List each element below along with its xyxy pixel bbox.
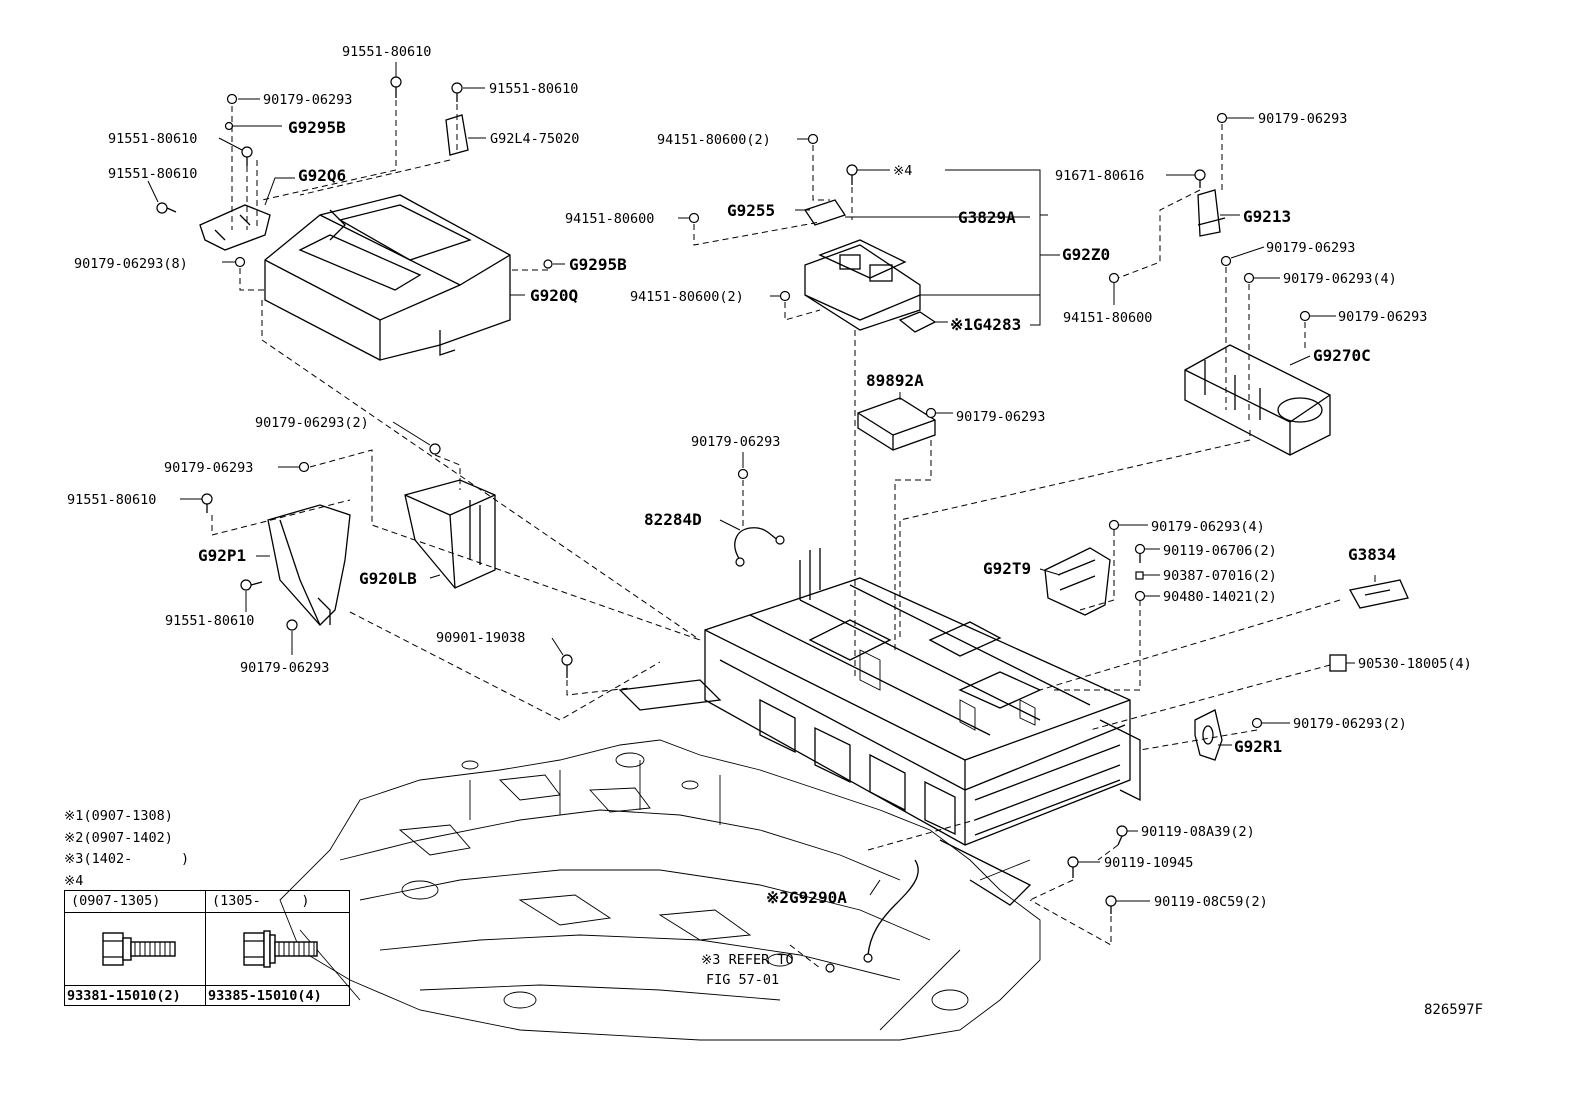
label-89892A: 89892A <box>866 371 924 390</box>
label-90119-10945: 90119-10945 <box>1104 855 1193 871</box>
connector-G3834 <box>1348 579 1409 609</box>
label-91551-80610-d: 91551-80610 <box>108 166 197 182</box>
label-90480-14021: 90480-14021(2) <box>1163 589 1277 605</box>
assembly-lines <box>211 100 1341 969</box>
cover-G92P1 <box>267 504 351 626</box>
parts-table-header-2: (1305- ) <box>206 891 349 913</box>
label-G92T9: G92T9 <box>983 559 1031 578</box>
floor-pan <box>279 739 1041 1041</box>
label-G920LB: G920LB <box>359 569 417 588</box>
label-G4283: ※1G4283 <box>950 315 1021 334</box>
label-91551-80610-f: 91551-80610 <box>165 613 254 629</box>
harness-82284D <box>734 527 785 567</box>
figure-code: 826597F <box>1424 1002 1484 1018</box>
label-G9270C: G9270C <box>1313 346 1371 365</box>
label-94151-80600-2b: 94151-80600(2) <box>630 289 744 305</box>
component-G9270C <box>1184 344 1331 456</box>
sensor-89892A <box>857 397 936 451</box>
label-90179-06293-e: 90179-06293 <box>956 409 1045 425</box>
label-refer-fig: FIG 57-01 <box>706 972 779 988</box>
label-91551-80610-b: 91551-80610 <box>489 81 578 97</box>
clip-90530 <box>1329 654 1347 672</box>
label-90179-06293-g: 90179-06293 <box>691 434 780 450</box>
label-94151-80600-2a: 94151-80600(2) <box>657 132 771 148</box>
label-G9290A: ※2G9290A <box>766 888 847 907</box>
junction-block-G92Z0 <box>803 199 937 333</box>
label-91671-80616: 91671-80616 <box>1055 168 1144 184</box>
label-90179-06293-4b: 90179-06293(4) <box>1151 519 1265 535</box>
notes-legend: ※1(0907-1308) ※2(0907-1402) ※3(1402- ) ※… <box>64 806 189 892</box>
label-G9213: G9213 <box>1243 207 1291 226</box>
cover-G920Q <box>264 194 511 361</box>
label-G92L4-75020: G92L4-75020 <box>490 131 579 147</box>
label-90901-19038: 90901-19038 <box>436 630 525 646</box>
label-G92Z0: G92Z0 <box>1062 245 1110 264</box>
parts-table-part-2: 93385-15010(4) <box>206 985 349 1007</box>
label-90179-06293-h: 90179-06293 <box>240 660 329 676</box>
label-G92Q6: G92Q6 <box>298 166 346 185</box>
label-90179-06293-c: 90179-06293 <box>1266 240 1355 256</box>
label-90179-06293-4a: 90179-06293(4) <box>1283 271 1397 287</box>
note-1: ※1(0907-1308) <box>64 808 173 824</box>
label-G3834: G3834 <box>1348 545 1396 564</box>
label-90179-06293-2b: 90179-06293(2) <box>1293 716 1407 732</box>
bracket-G92R1 <box>1194 709 1223 761</box>
label-90179-06293-2a: 90179-06293(2) <box>255 415 369 431</box>
parts-table-header-1: (0907-1305) <box>65 891 205 913</box>
label-90179-06293-a: 90179-06293 <box>263 92 352 108</box>
label-G9295B-b: G9295B <box>569 255 627 274</box>
label-note-4: ※4 <box>893 163 912 179</box>
parts-table-part-1: 93381-15010(2) <box>65 985 205 1007</box>
label-90119-06706: 90119-06706(2) <box>1163 543 1277 559</box>
bolt-icon <box>65 913 205 985</box>
bolt-washer-icon <box>206 913 349 985</box>
bracket-G92Q6 <box>199 204 271 251</box>
label-90387-07016: 90387-07016(2) <box>1163 568 1277 584</box>
label-91551-80610-c: 91551-80610 <box>108 131 197 147</box>
label-94151-80600-b: 94151-80600 <box>1063 310 1152 326</box>
cover-G92T9 <box>1044 547 1111 616</box>
label-90119-08C59: 90119-08C59(2) <box>1154 894 1268 910</box>
parts-table-col-2: (1305- ) 93385-15010(4) <box>206 891 349 1005</box>
label-G920Q: G920Q <box>530 286 578 305</box>
label-90119-08A39: 90119-08A39(2) <box>1141 824 1255 840</box>
part-labels: 91551-80610 90179-06293 91551-80610 G929… <box>67 44 1472 988</box>
note-3: ※3(1402- ) <box>64 851 190 867</box>
bracket-G920LB <box>404 479 496 589</box>
label-94151-80600-a: 94151-80600 <box>565 211 654 227</box>
label-90179-06293-d: 90179-06293 <box>1338 309 1427 325</box>
parts-table-col-1: (0907-1305) 93381-15010(2) <box>65 891 206 1005</box>
label-90179-06293-8: 90179-06293(8) <box>74 256 188 272</box>
label-G9255: G9255 <box>727 201 775 220</box>
label-90179-06293-f: 90179-06293 <box>164 460 253 476</box>
label-91551-80610-e: 91551-80610 <box>67 492 156 508</box>
bolt-parts-table: (0907-1305) 93381-15010(2) (1305- ) <box>64 890 350 1006</box>
label-90179-06293-b: 90179-06293 <box>1258 111 1347 127</box>
label-refer-to: ※3 REFER TO <box>701 952 794 968</box>
label-82284D: 82284D <box>644 510 702 529</box>
label-G9295B-a: G9295B <box>288 118 346 137</box>
battery-carrier-tray <box>618 548 1141 906</box>
label-G92P1: G92P1 <box>198 546 246 565</box>
note-4: ※4 <box>64 872 84 889</box>
bracket-G9213 <box>1197 189 1226 237</box>
label-90530-18005: 90530-18005(4) <box>1358 656 1472 672</box>
fasteners <box>156 76 1311 973</box>
label-G3829A: G3829A <box>958 208 1016 227</box>
harness-G9290A <box>863 859 919 963</box>
label-91551-80610-a: 91551-80610 <box>342 44 431 60</box>
leader-lines <box>147 62 1376 902</box>
label-G92R1: G92R1 <box>1234 737 1282 756</box>
note-2: ※2(0907-1402) <box>64 829 173 846</box>
